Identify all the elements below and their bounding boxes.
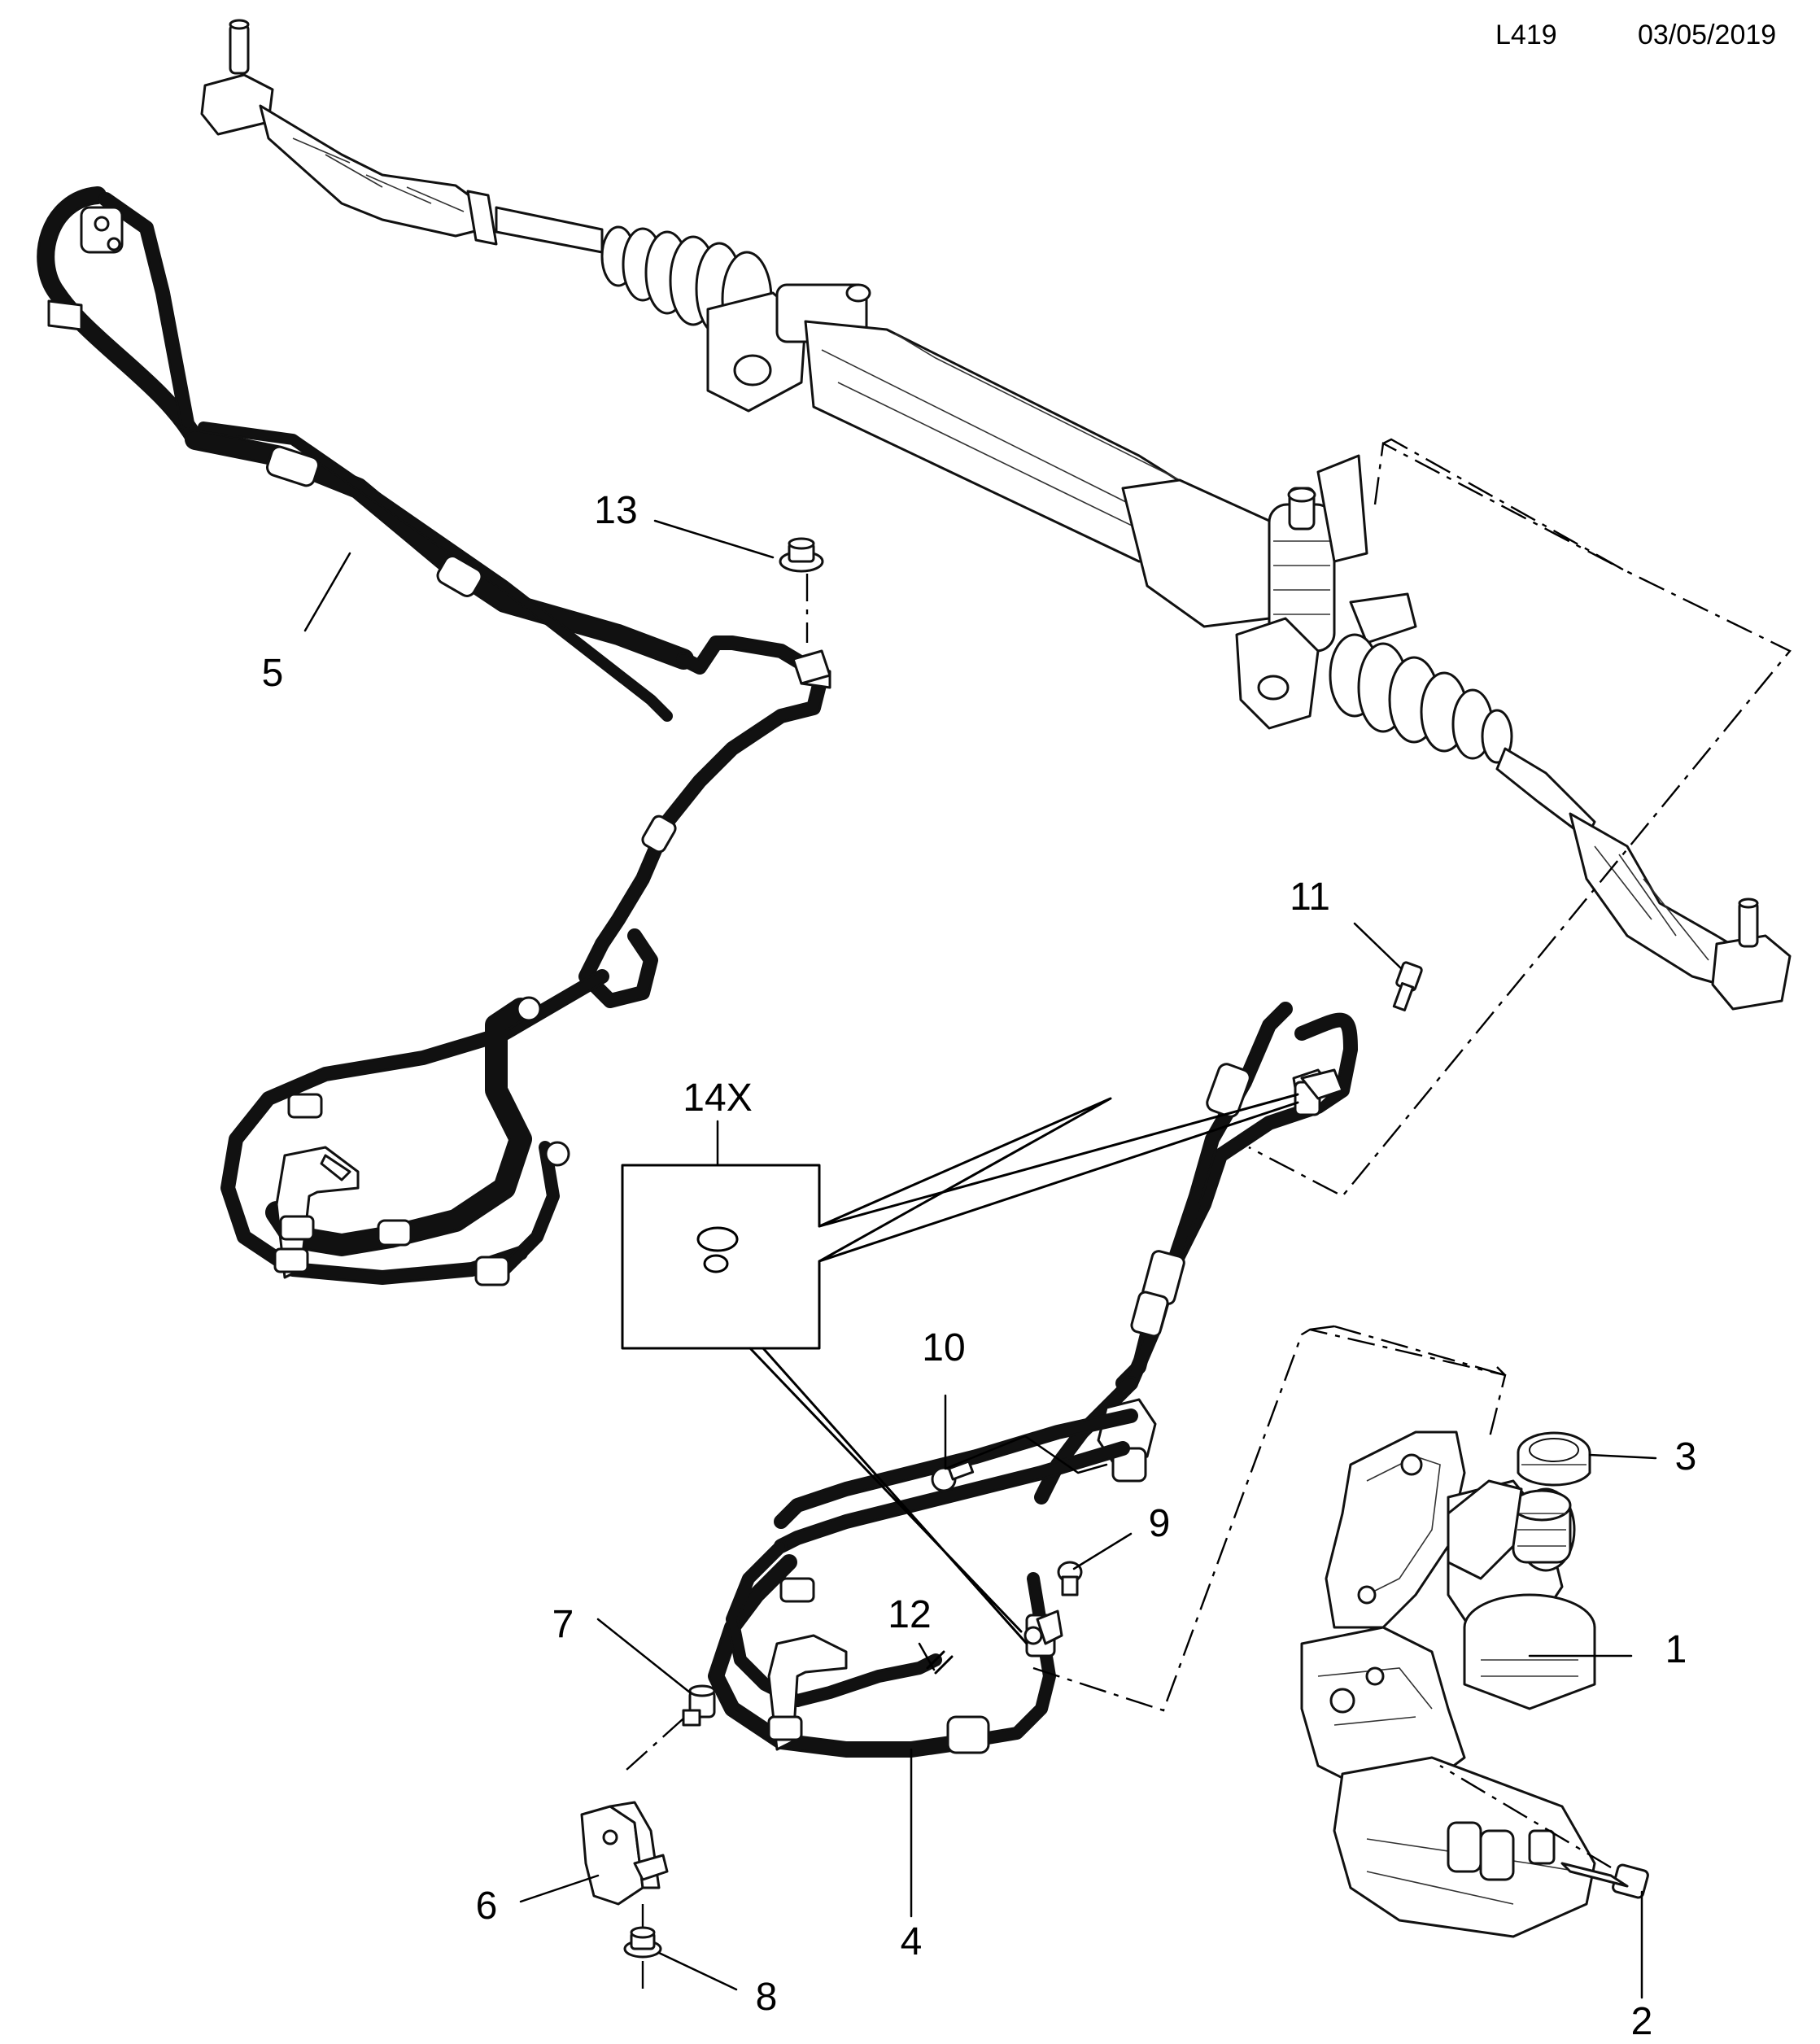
diagram-date: 03/05/2019: [1638, 20, 1777, 50]
nut-8: [623, 1926, 662, 1959]
callout-10: 10: [922, 1326, 965, 1369]
callout-4: 4: [901, 1920, 923, 1963]
bolt-11: [1392, 961, 1423, 1011]
seal-kit-inset-14x: [621, 1097, 1112, 1350]
steering-rack-assembly: [200, 19, 1792, 1011]
rack-boundary-dashed: [1248, 438, 1792, 1198]
hose-assembly-4: [708, 1002, 1358, 1758]
callout-5: 5: [262, 652, 284, 695]
callout-12: 12: [888, 1593, 931, 1636]
callout-13: 13: [594, 489, 637, 532]
callout-7: 7: [552, 1603, 574, 1646]
nut-13: [779, 537, 824, 573]
callout-1: 1: [1665, 1628, 1687, 1671]
callout-6: 6: [476, 1885, 498, 1928]
bolt-7: [682, 1684, 716, 1727]
callout-2: 2: [1631, 2000, 1653, 2043]
callout-8: 8: [756, 1976, 778, 2019]
pump-boundary-dashed: [1032, 1325, 1507, 1712]
callout-9: 9: [1149, 1502, 1171, 1545]
bracket-6: [580, 1801, 669, 1906]
callout-14x: 14X: [683, 1077, 752, 1120]
hose-assembly-5: [37, 186, 831, 1286]
callout-labels: 1 2 3 4 5 6 7 8 9 10 11 12 13 14X: [262, 489, 1697, 2043]
callout-11: 11: [1290, 876, 1330, 919]
reservoir-cap-3: [1517, 1431, 1591, 1487]
bolt-10: [931, 1460, 975, 1492]
pump-unit-1: [1300, 1430, 1596, 1938]
bolt-2: [1560, 1862, 1649, 1899]
callout-3: 3: [1675, 1435, 1697, 1478]
diagram-code: L419: [1495, 20, 1557, 50]
leader-lines: [303, 519, 1657, 1999]
